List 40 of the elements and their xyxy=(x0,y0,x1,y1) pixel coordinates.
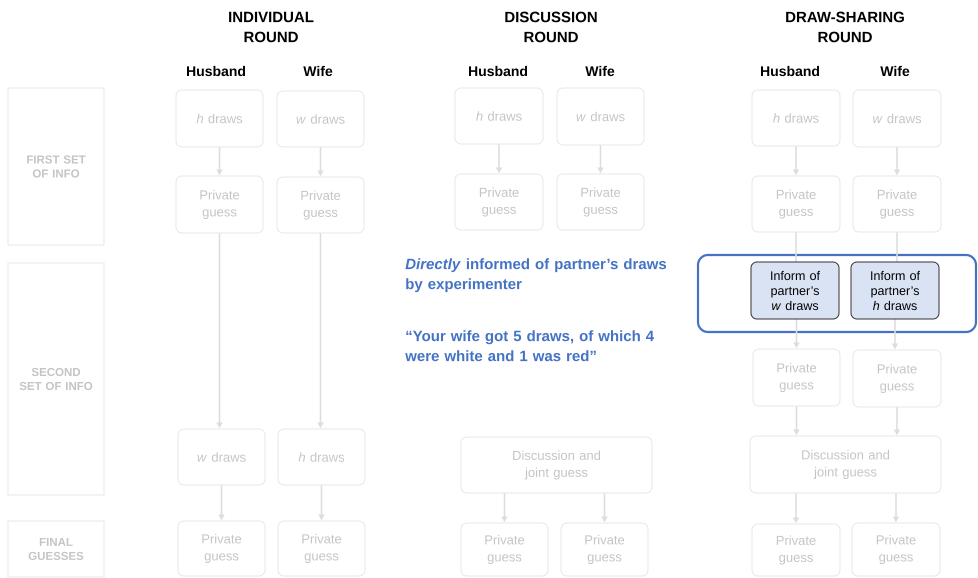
process-box: Private guess xyxy=(752,524,840,576)
row-header-box: FINAL GUESSES xyxy=(8,520,104,578)
column-subheading: Husband xyxy=(187,66,246,76)
row-header-box: FIRST SET OF INFO xyxy=(8,88,104,246)
row-header-box: SECOND SET OF INFO xyxy=(8,262,104,496)
process-box: Private guess xyxy=(276,176,364,234)
process-box: Private guess xyxy=(176,176,264,234)
note-text: “Your wife got 5 draws, of which 4 were white and 1 was red” xyxy=(405,330,654,362)
column-subheading: Wife xyxy=(303,66,332,76)
process-box: w draws xyxy=(556,88,644,146)
column-subheading: Husband xyxy=(469,66,528,76)
process-box: Inform of partner’s w draws xyxy=(750,262,840,320)
process-box: Private guess xyxy=(852,176,942,232)
column-heading: INDIVIDUAL ROUND xyxy=(229,12,314,42)
process-box: Private guess xyxy=(752,348,840,406)
process-box: Private guess xyxy=(560,522,648,576)
process-box: Private guess xyxy=(752,176,840,232)
process-box: Private guess xyxy=(454,174,544,230)
column-subheading: Husband xyxy=(761,66,820,76)
process-box: Private guess xyxy=(556,174,644,230)
process-box: w draws xyxy=(178,428,266,486)
process-box: Inform of partner’s h draws xyxy=(850,262,940,320)
process-box: Discussion and joint guess xyxy=(750,436,942,494)
process-box: Private guess xyxy=(852,522,940,576)
note-text: Directly informed of partner’s draws by experimenter xyxy=(405,258,666,292)
process-box: Private guess xyxy=(460,522,548,576)
process-box: h draws xyxy=(278,428,366,486)
process-box: Private guess xyxy=(178,520,266,576)
column-heading: DRAW-SHARING ROUND xyxy=(786,12,904,42)
column-subheading: Wife xyxy=(880,66,910,76)
process-box: h draws xyxy=(752,90,840,146)
process-box: h draws xyxy=(454,88,544,144)
process-box: Discussion and joint guess xyxy=(460,436,652,494)
column-heading: DISCUSSION ROUND xyxy=(505,12,597,42)
process-box: w draws xyxy=(276,90,364,148)
process-box: Private guess xyxy=(852,350,942,408)
process-box: w draws xyxy=(852,90,942,148)
process-box: h draws xyxy=(176,90,264,148)
highlight-frame xyxy=(696,254,978,334)
process-box: Private guess xyxy=(278,520,366,576)
